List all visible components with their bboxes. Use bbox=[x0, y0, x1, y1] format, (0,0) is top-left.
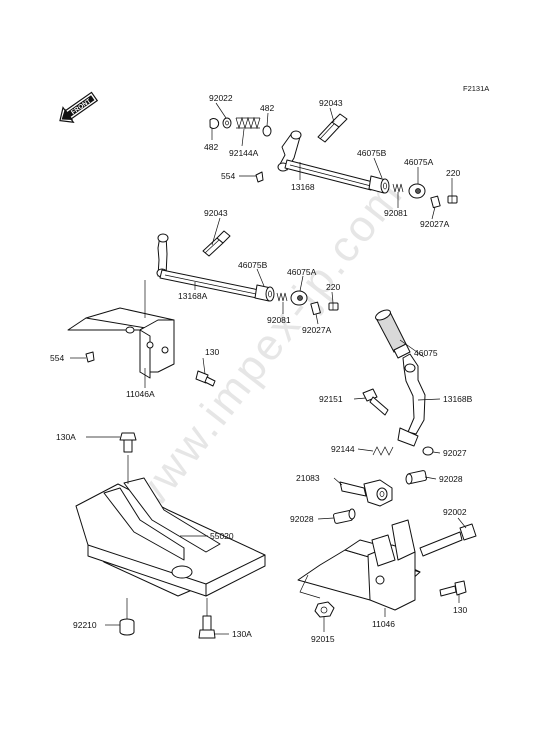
skid-plate-55020 bbox=[75, 432, 266, 639]
label-92144A: 92144A bbox=[229, 148, 259, 158]
collar-46075B-mid bbox=[254, 284, 275, 302]
label-92043-b: 92043 bbox=[204, 208, 228, 218]
label-55020: 55020 bbox=[210, 531, 234, 541]
shift-lever-13168A bbox=[156, 233, 260, 299]
shift-pedal-assembly bbox=[333, 309, 434, 524]
pin-92027A-mid bbox=[310, 301, 321, 316]
diagram-code: F2131A bbox=[463, 84, 489, 93]
bolt-92043-top bbox=[317, 113, 348, 143]
label-13168A: 13168A bbox=[178, 291, 208, 301]
nut-92015 bbox=[314, 601, 335, 618]
rubber-46075A-top bbox=[408, 183, 426, 199]
pedal-arm-13168B bbox=[397, 353, 426, 447]
label-130A-bottom: 130A bbox=[232, 629, 252, 639]
bolt-130-b bbox=[439, 580, 467, 597]
label-46075A-mid: 46075A bbox=[287, 267, 317, 277]
clip-92027 bbox=[422, 446, 434, 456]
label-92028-b: 92028 bbox=[290, 514, 314, 524]
nut-220-mid bbox=[328, 302, 339, 311]
pin-92027A-top bbox=[430, 195, 441, 209]
label-92027A-mid: 92027A bbox=[302, 325, 332, 335]
label-92022: 92022 bbox=[209, 93, 233, 103]
bracket-11046 bbox=[297, 519, 477, 618]
label-554-b: 554 bbox=[50, 353, 64, 363]
label-92210: 92210 bbox=[73, 620, 97, 630]
nut-220-top bbox=[447, 195, 458, 204]
label-13168: 13168 bbox=[291, 182, 315, 192]
label-46075B-top: 46075B bbox=[357, 148, 387, 158]
label-92002: 92002 bbox=[443, 507, 467, 517]
label-482-b: 482 bbox=[204, 142, 218, 152]
shift-lever-13168 bbox=[277, 130, 374, 191]
label-92081-top: 92081 bbox=[384, 208, 408, 218]
label-554-a: 554 bbox=[221, 171, 235, 181]
front-arrow-icon: FRONT bbox=[59, 91, 99, 124]
washer-92022 bbox=[222, 117, 232, 129]
label-92043-a: 92043 bbox=[319, 98, 343, 108]
label-130-b: 130 bbox=[453, 605, 467, 615]
label-482-a: 482 bbox=[260, 103, 274, 113]
label-220-top: 220 bbox=[446, 168, 460, 178]
top-shaft-assembly bbox=[209, 113, 458, 209]
label-46075: 46075 bbox=[414, 348, 438, 358]
label-92081-mid: 92081 bbox=[267, 315, 291, 325]
bolt-92002 bbox=[419, 523, 477, 557]
label-220-mid: 220 bbox=[326, 282, 340, 292]
leader-lines bbox=[70, 102, 467, 635]
spring-92081-top bbox=[392, 183, 404, 193]
label-92015: 92015 bbox=[311, 634, 335, 644]
label-46075B-mid: 46075B bbox=[238, 260, 268, 270]
bolt-130A-bottom bbox=[198, 598, 216, 639]
label-11046: 11046 bbox=[372, 619, 395, 629]
bush-92028-right bbox=[405, 470, 427, 485]
clip-554-b bbox=[85, 351, 95, 363]
label-92028-a: 92028 bbox=[439, 474, 463, 484]
label-46075A-top: 46075A bbox=[404, 157, 434, 167]
label-21083: 21083 bbox=[296, 473, 320, 483]
label-130-a: 130 bbox=[205, 347, 219, 357]
label-92027: 92027 bbox=[443, 448, 467, 458]
mid-shaft-assembly bbox=[67, 230, 339, 387]
label-11046A: 11046A bbox=[126, 389, 155, 399]
label-92144: 92144 bbox=[331, 444, 355, 454]
washer-482 bbox=[262, 125, 272, 137]
label-92151: 92151 bbox=[319, 394, 343, 404]
spring-92144A bbox=[235, 116, 261, 130]
label-92027A-top: 92027A bbox=[420, 219, 450, 229]
spring-92144 bbox=[372, 446, 394, 456]
bolt-92043-mid bbox=[202, 230, 231, 257]
spring-92081-mid bbox=[276, 292, 288, 302]
bracket-11046A bbox=[67, 280, 175, 379]
pedal-rubber-46075 bbox=[375, 309, 411, 359]
part-labels: 92022 482 92043 482 92144A 554 13168 460… bbox=[50, 93, 473, 644]
clip-482-a bbox=[209, 117, 220, 129]
bolt-130A-top bbox=[119, 432, 137, 453]
label-13168B: 13168B bbox=[443, 394, 473, 404]
rubber-46075A-mid bbox=[290, 290, 308, 306]
label-130A-top: 130A bbox=[56, 432, 76, 442]
bush-92028-left bbox=[333, 508, 356, 524]
pivot-21083 bbox=[339, 479, 393, 507]
collar-92210 bbox=[119, 598, 135, 636]
clip-554-a bbox=[255, 171, 264, 183]
bolt-92151 bbox=[362, 388, 389, 416]
collar-46075B-top bbox=[368, 175, 390, 194]
